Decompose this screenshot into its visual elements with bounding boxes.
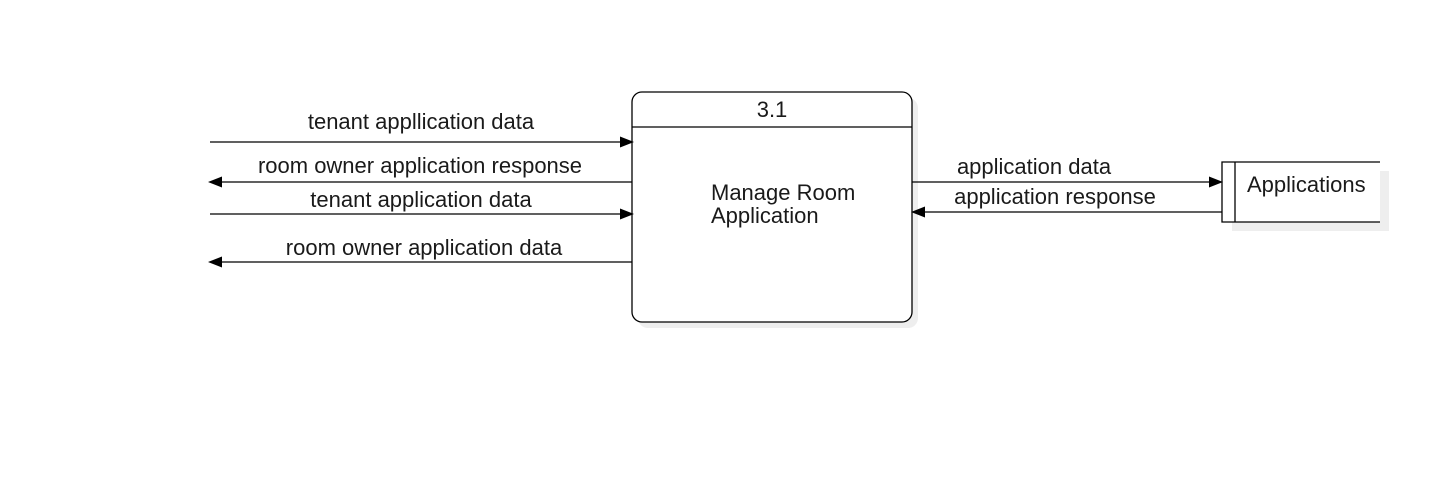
data-store-outline xyxy=(1221,161,1380,223)
process-number: 3.1 xyxy=(757,97,788,122)
flow-label: tenant application data xyxy=(310,187,532,212)
flow-label: tenant appllication data xyxy=(308,109,535,134)
flow-room-owner-application-data[interactable]: room owner application data xyxy=(208,235,632,268)
arrow-head xyxy=(620,136,634,148)
data-store-fill xyxy=(1222,162,1380,222)
process-3-1[interactable]: 3.1 Manage Room Application xyxy=(631,91,913,323)
arrow-head xyxy=(208,176,222,188)
flow-application-data[interactable]: application data xyxy=(912,154,1223,188)
flow-tenant-application-data-2[interactable]: tenant application data xyxy=(210,187,634,220)
data-store-name: Applications xyxy=(1247,172,1366,197)
process-title-line2: Application xyxy=(711,203,819,228)
arrow-head xyxy=(1209,176,1223,188)
flow-label: room owner application data xyxy=(286,235,563,260)
flow-label: application data xyxy=(957,154,1112,179)
flow-label: room owner application response xyxy=(258,153,582,178)
flow-tenant-application-data-1[interactable]: tenant appllication data xyxy=(210,109,634,148)
arrow-head xyxy=(911,206,925,218)
arrow-head xyxy=(208,256,222,268)
flow-application-response[interactable]: application response xyxy=(911,184,1222,218)
arrow-head xyxy=(620,208,634,220)
flow-room-owner-application-response[interactable]: room owner application response xyxy=(208,153,632,188)
process-box xyxy=(631,91,913,323)
process-title-line1: Manage Room xyxy=(711,180,855,205)
flow-label: application response xyxy=(954,184,1156,209)
data-store-applications[interactable]: Applications xyxy=(1221,161,1380,223)
